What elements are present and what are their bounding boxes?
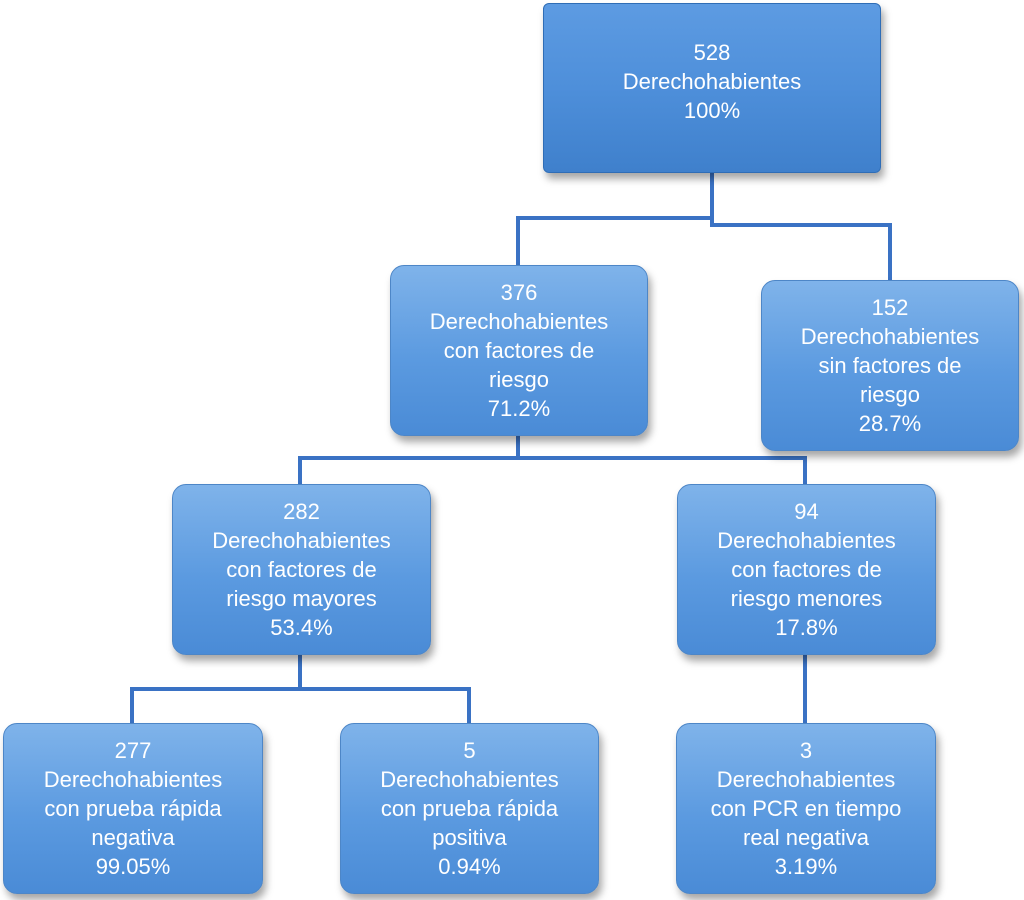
- node-percent: 0.94%: [438, 854, 501, 879]
- node-label-line-1: Derechohabientes: [380, 767, 559, 792]
- node-label-line-1: Derechohabientes: [429, 309, 609, 334]
- node-major-risk-factors: 282 Derechohabientes con factores de rie…: [172, 484, 431, 655]
- node-without-risk-factors: 152 Derechohabientes sin factores de rie…: [761, 280, 1019, 451]
- node-label: Derechohabientes: [622, 69, 802, 94]
- node-label-line-2: con prueba rápida: [380, 796, 559, 821]
- node-label-line-2: con factores de: [443, 338, 595, 363]
- node-rapid-test-positive: 5 Derechohabientes con prueba rápida pos…: [340, 723, 599, 894]
- node-label-line-3: riesgo mayores: [226, 586, 377, 611]
- node-count: 277: [114, 738, 152, 763]
- connector-root-to-without-risk: [710, 216, 892, 282]
- node-count: 282: [283, 499, 320, 524]
- node-label-line-2: con factores de: [731, 557, 882, 582]
- connector-major-to-rapid-negative: [130, 653, 302, 725]
- node-label-line-1: Derechohabientes: [716, 767, 896, 792]
- node-label-line-3: positiva: [432, 825, 507, 850]
- connector-root-to-with-risk: [516, 171, 714, 267]
- node-total-528: 528 Derechohabientes 100%: [543, 3, 881, 173]
- node-count: 5: [463, 738, 476, 763]
- node-pcr-negative: 3 Derechohabientes con PCR en tiempo rea…: [676, 723, 936, 894]
- node-label-line-3: negativa: [91, 825, 175, 850]
- node-percent: 100%: [683, 98, 741, 123]
- node-label-line-2: con prueba rápida: [44, 796, 222, 821]
- node-label-line-3: riesgo menores: [730, 586, 883, 611]
- node-label-line-2: con PCR en tiempo: [710, 796, 902, 821]
- node-label-line-1: Derechohabientes: [800, 324, 980, 349]
- connector-with-risk-to-minor: [516, 456, 807, 486]
- node-label-line-3: riesgo: [489, 367, 549, 392]
- node-with-risk-factors: 376 Derechohabientes con factores de rie…: [390, 265, 648, 436]
- node-percent: 3.19%: [774, 854, 838, 879]
- node-count: 376: [500, 280, 538, 305]
- node-minor-risk-factors: 94 Derechohabientes con factores de ries…: [677, 484, 936, 655]
- node-rapid-test-negative: 277 Derechohabientes con prueba rápida n…: [3, 723, 263, 894]
- node-label-line-3: real negativa: [743, 825, 869, 850]
- node-count: 152: [871, 295, 909, 320]
- node-label-line-2: sin factores de: [818, 353, 962, 378]
- node-percent: 17.8%: [775, 615, 838, 640]
- node-label-line-3: riesgo: [860, 382, 920, 407]
- connector-with-risk-to-major: [298, 434, 520, 486]
- node-percent: 53.4%: [270, 615, 333, 640]
- node-count: 3: [799, 738, 813, 763]
- node-percent: 28.7%: [858, 411, 922, 436]
- node-label-line-1: Derechohabientes: [43, 767, 223, 792]
- node-percent: 99.05%: [95, 854, 171, 879]
- node-label-line-1: Derechohabientes: [717, 528, 896, 553]
- node-count: 94: [794, 499, 819, 524]
- node-count: 528: [693, 40, 731, 65]
- node-label-line-2: con factores de: [226, 557, 377, 582]
- connector-major-to-rapid-positive: [298, 687, 471, 725]
- node-percent: 71.2%: [487, 396, 551, 421]
- node-label-line-1: Derechohabientes: [212, 528, 391, 553]
